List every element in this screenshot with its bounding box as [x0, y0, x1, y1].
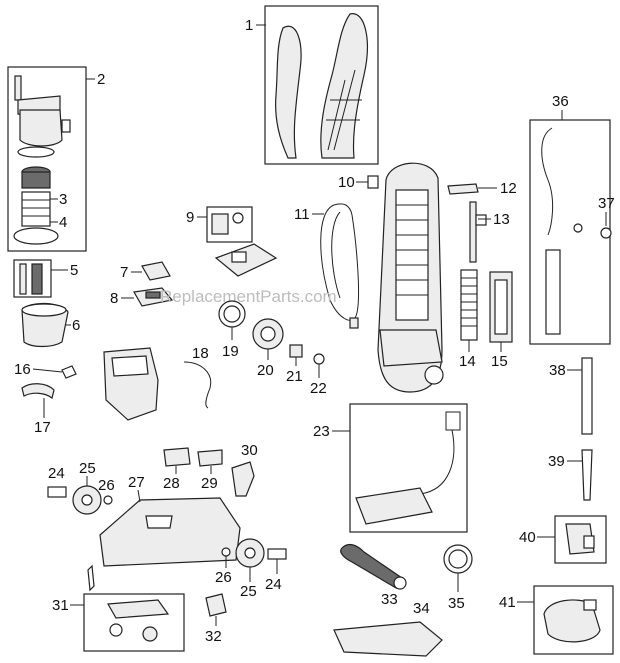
callout-21: 21 [286, 368, 303, 385]
part-33-brushroll [340, 543, 407, 590]
callout-12: 12 [500, 180, 517, 197]
callout-4: 4 [59, 214, 67, 231]
part-24-axle-right [267, 548, 287, 560]
part-12-cord-hook [447, 183, 479, 195]
part-9-base-plate [214, 243, 278, 277]
callout-32: 32 [205, 628, 222, 645]
part-5-filter-door [13, 259, 52, 298]
callout-14: 14 [459, 353, 476, 370]
part-32-nozzle-connector [205, 593, 227, 617]
part-28-bracket [163, 447, 191, 467]
part-25-wheel-right [235, 538, 265, 568]
part-26-washer-left [103, 495, 113, 505]
callout-8: 8 [110, 290, 118, 307]
callout-30: 30 [241, 442, 258, 459]
part-24-axle-left [47, 486, 67, 498]
callout-37: 37 [598, 195, 615, 212]
part-39-crevice-tool [581, 449, 593, 501]
callout-11: 11 [294, 206, 310, 223]
callout-23: 23 [313, 423, 330, 440]
callout-7: 7 [120, 264, 128, 281]
nozzle-housing [103, 347, 159, 421]
part-20-motor [252, 318, 284, 350]
callout-25-left: 25 [79, 460, 96, 477]
callout-34: 34 [413, 600, 430, 617]
callout-36: 36 [552, 93, 569, 110]
callout-25-right: 25 [240, 583, 257, 600]
part-2-dirt-cup-assembly [7, 66, 87, 252]
callout-13: 13 [493, 211, 510, 228]
part-22-knob [313, 353, 325, 365]
part-9-motor-cover [206, 206, 253, 243]
part-26-washer-right [221, 547, 231, 557]
part-40-dusting-brush [554, 515, 607, 564]
callout-22: 22 [310, 380, 327, 397]
callout-3: 3 [59, 191, 67, 208]
part-19-belt [218, 300, 246, 328]
callout-29: 29 [201, 475, 218, 492]
part-29-bracket [197, 449, 223, 467]
callout-24-right: 24 [265, 576, 282, 593]
part-21-switch [289, 344, 303, 358]
callout-27: 27 [128, 474, 145, 491]
part-37-clip [600, 227, 612, 239]
part-16-bulb [61, 365, 77, 379]
part-6-dirt-cup [21, 302, 69, 348]
callout-2: 2 [97, 71, 105, 88]
part-18-wire [183, 361, 212, 409]
callout-31: 31 [52, 597, 69, 614]
callout-41: 41 [499, 594, 516, 611]
part-30-pedal [231, 461, 255, 497]
part-17-lens [21, 383, 55, 400]
callout-33: 33 [381, 591, 398, 608]
callout-24-left: 24 [48, 465, 65, 482]
callout-39: 39 [548, 453, 565, 470]
part-35-belt [443, 544, 473, 574]
part-10-button [367, 175, 379, 189]
part-34-bottom-plate [333, 621, 443, 657]
part-7-pad [141, 261, 171, 281]
main-body [377, 162, 444, 393]
part-4-filter-screen [13, 191, 59, 245]
part-38-extension-wand [581, 357, 593, 435]
callout-28: 28 [163, 475, 180, 492]
callout-18: 18 [192, 345, 209, 362]
callout-35: 35 [448, 595, 465, 612]
callout-26-right: 26 [215, 569, 232, 586]
part-23-hose-tool [349, 403, 468, 533]
part-13-hose-clip [469, 201, 487, 263]
part-1-handle [264, 5, 379, 165]
callout-9: 9 [186, 209, 194, 226]
callout-26-left: 26 [98, 477, 115, 494]
part-11-power-cord [320, 203, 360, 329]
callout-20: 20 [257, 362, 274, 379]
part-41-turbo-brush [533, 585, 614, 655]
callout-15: 15 [491, 353, 508, 370]
callout-38: 38 [549, 362, 566, 379]
part-31-brushroll-kit [83, 593, 185, 652]
callout-6: 6 [72, 317, 80, 334]
callout-19: 19 [222, 343, 239, 360]
part-8-latch [133, 287, 174, 307]
callout-1: 1 [245, 17, 253, 34]
part-detail-pin [87, 564, 95, 592]
part-14-pre-motor-filter [460, 269, 478, 341]
part-36-hose-wand-kit [529, 119, 611, 345]
watermark: ReplacementParts.com [160, 287, 337, 306]
callout-17: 17 [34, 419, 51, 436]
callout-5: 5 [70, 262, 78, 279]
part-3-filter [21, 166, 51, 189]
callout-10: 10 [338, 174, 355, 191]
callout-40: 40 [519, 529, 536, 546]
part-15-post-motor-filter [489, 271, 513, 343]
part-25-wheel-left [72, 485, 102, 515]
callout-16: 16 [14, 361, 31, 378]
